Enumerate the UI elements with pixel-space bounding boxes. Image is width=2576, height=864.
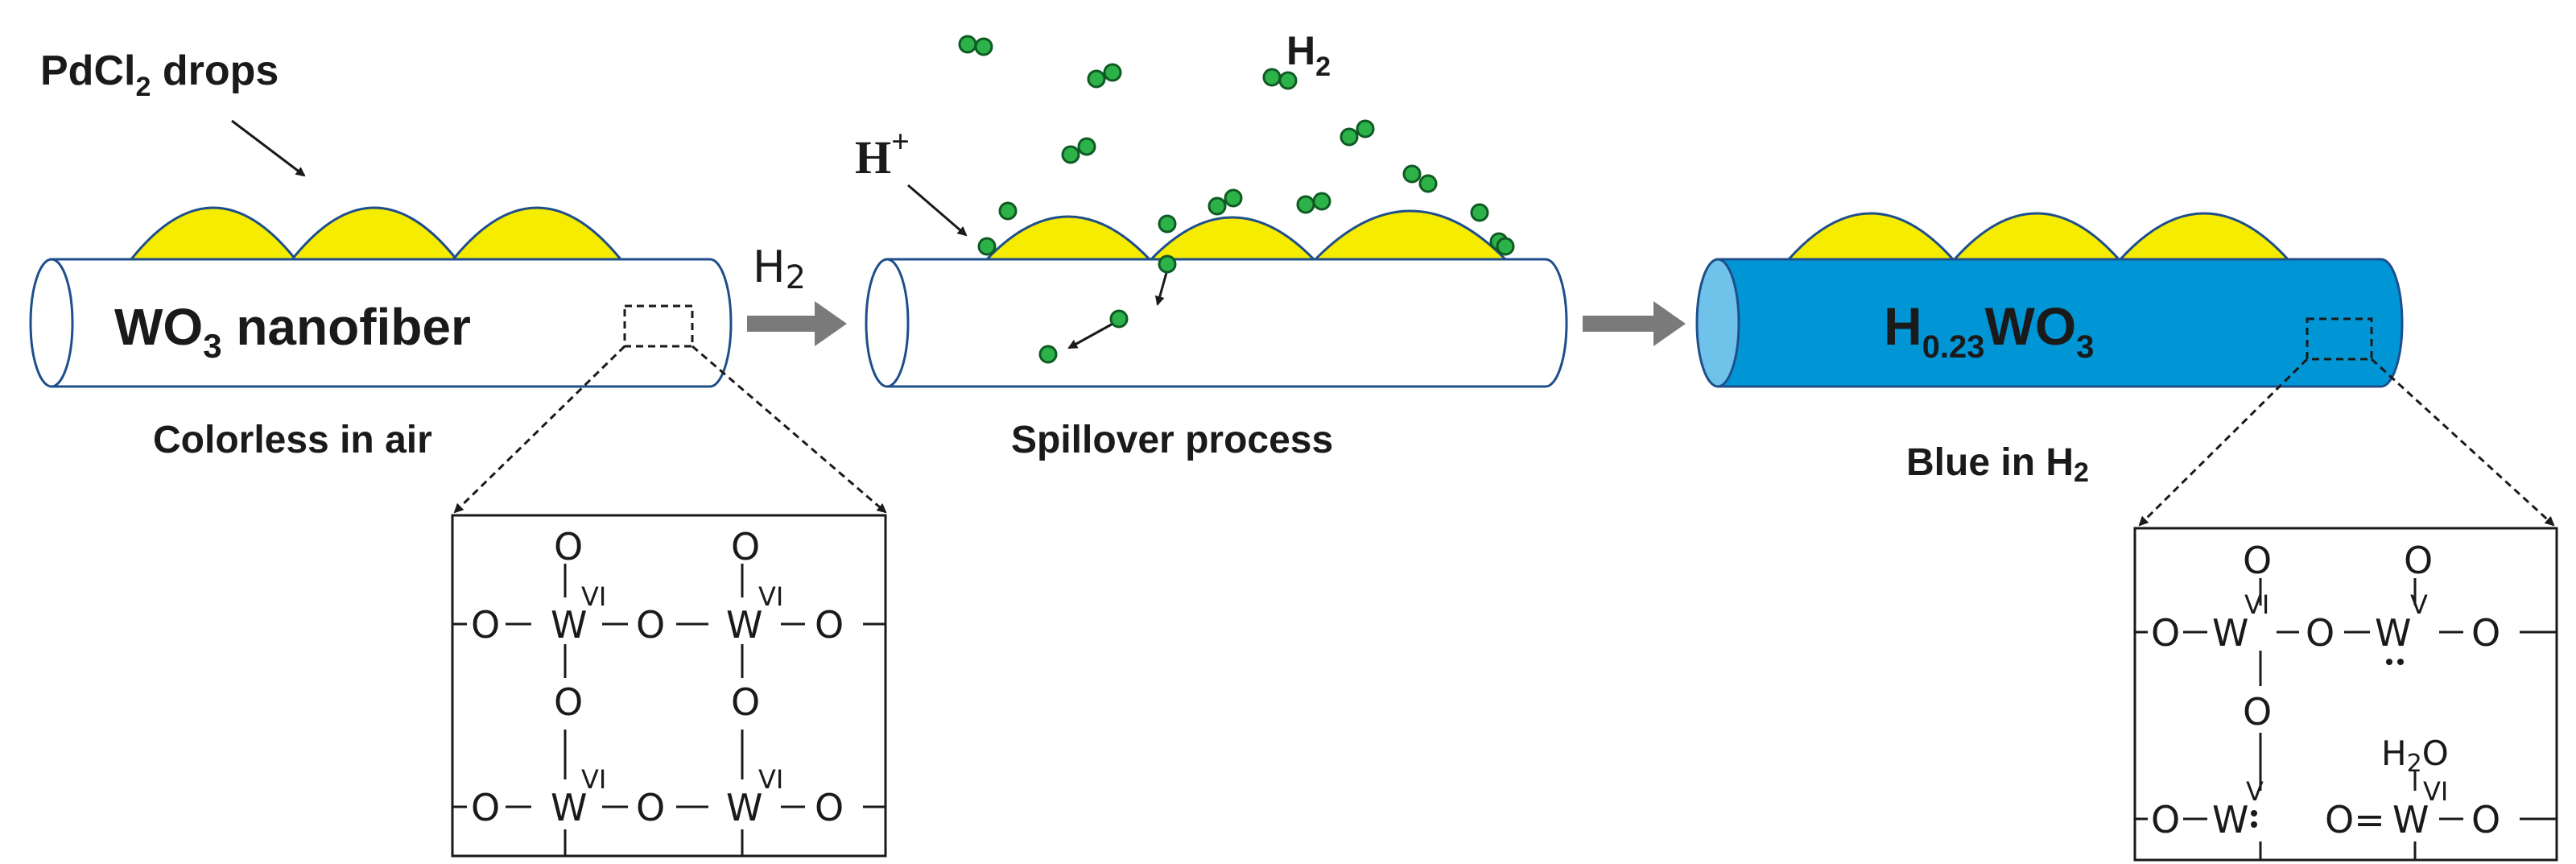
electron-dot [2251,821,2257,828]
svg-text:O: O [471,786,500,829]
process-arrow [747,301,847,346]
wo3-lattice-structure [452,564,886,856]
pdcl2-drop [450,206,624,261]
pdcl2-drop [289,206,460,261]
wo3-nanofiber-tube [50,258,733,388]
svg-text:O: O [2243,690,2272,734]
pd-drop [1951,212,2122,261]
blue-nanofiber-tube [1716,258,2404,388]
pdcl2-drops-label: PdCl2 drops [40,48,279,102]
svg-text:W: W [551,786,587,829]
svg-text:W: W [2375,611,2411,655]
svg-text:O: O [636,786,665,829]
svg-text:O: O [2243,539,2272,582]
svg-text:VI: VI [2423,776,2448,807]
h-plus-pointer-arrow [907,184,968,237]
tube-end-cap [29,258,74,388]
svg-text:O: O [815,786,844,829]
wo3-lattice-atoms: O O O W VI O W VI O O O O W VI O W VI O [471,525,844,829]
electron-dot [2386,659,2392,665]
svg-text:O: O [554,680,583,724]
wo3-structure-box [451,514,887,858]
spillover-nanofiber-tube [886,258,1568,388]
h2-arrow-label: H2 [753,242,806,296]
svg-text:VI: VI [581,764,606,795]
h-plus-label: H+ [855,123,910,184]
zoom-box [2306,317,2373,361]
hydrogen-particles [958,35,1515,364]
svg-text:V: V [2410,589,2428,620]
svg-text:W: W [2392,798,2429,841]
h023wo3-label: H0.23WO3 [1884,296,2094,365]
colorless-in-air-label: Colorless in air [153,419,432,461]
h023wo3-lattice-atoms: O O O W VI O W V O O H2O O W V O= W [2151,539,2500,841]
pd-particle [1312,209,1509,261]
svg-text:O: O [2404,539,2433,582]
svg-text:O: O [471,603,500,647]
zoom-leader-line [691,345,887,514]
zoom-leader-line [2370,358,2555,527]
h023wo3-lattice-bonds [2135,578,2557,860]
zoom-box [623,304,694,348]
diffusion-path-arrow [1067,320,1117,349]
zoom-leader-line [453,345,626,514]
svg-text:O: O [2471,798,2500,841]
svg-text:VI: VI [2244,589,2269,620]
h2-gas-label: H2 [1286,28,1331,82]
svg-text:O: O [815,603,844,647]
svg-text:W: W [551,603,587,647]
pd-particle [1148,216,1317,261]
zoom-leader-line [2138,358,2309,527]
pd-particle [984,215,1153,261]
panel-wo3-fiber: PdCl2 drops WO3 nanofiber Colorless in a… [29,48,887,858]
svg-text:W: W [726,786,762,829]
pd-drop [2117,212,2291,261]
svg-text:W: W [2212,611,2248,655]
h023wo3-structure-box [2133,527,2558,862]
svg-text:W: W [726,603,762,647]
svg-text:H2O: H2O [2381,734,2449,778]
svg-text:O: O [731,680,760,724]
svg-text:VI: VI [758,581,783,612]
svg-text:W: W [2212,798,2248,841]
panel-spillover: H+ H2 [855,28,1568,461]
svg-text:V: V [2246,776,2264,807]
process-arrow [1583,301,1686,346]
svg-text:O: O [731,525,760,568]
pd-drop [1785,212,1956,261]
pdcl2-drop [128,206,299,261]
spillover-process-label: Spillover process [1011,419,1333,461]
svg-text:VI: VI [758,764,783,795]
electron-dot [2397,659,2404,665]
panel-h023wo3-fiber: H0.23WO3 Blue in H2 [1695,212,2558,862]
h2-exposure-arrow: H2 [747,242,847,346]
svg-text:O: O [2471,611,2500,655]
tube-end-cap [865,258,910,388]
svg-text:VI: VI [581,581,606,612]
blue-in-h2-label: Blue in H2 [1906,441,2089,488]
svg-text:O: O [2151,798,2180,841]
tube-end-cap [1695,258,1740,388]
wo3-nanofiber-label: WO3 nanofiber [114,298,471,365]
svg-text:O: O [2151,611,2180,655]
svg-text:O=: O= [2325,798,2385,841]
electron-dot [2251,810,2257,816]
pdcl2-pointer-arrow [231,119,306,177]
svg-text:O: O [554,525,583,568]
svg-text:O: O [636,603,665,647]
svg-text:O: O [2306,611,2334,655]
